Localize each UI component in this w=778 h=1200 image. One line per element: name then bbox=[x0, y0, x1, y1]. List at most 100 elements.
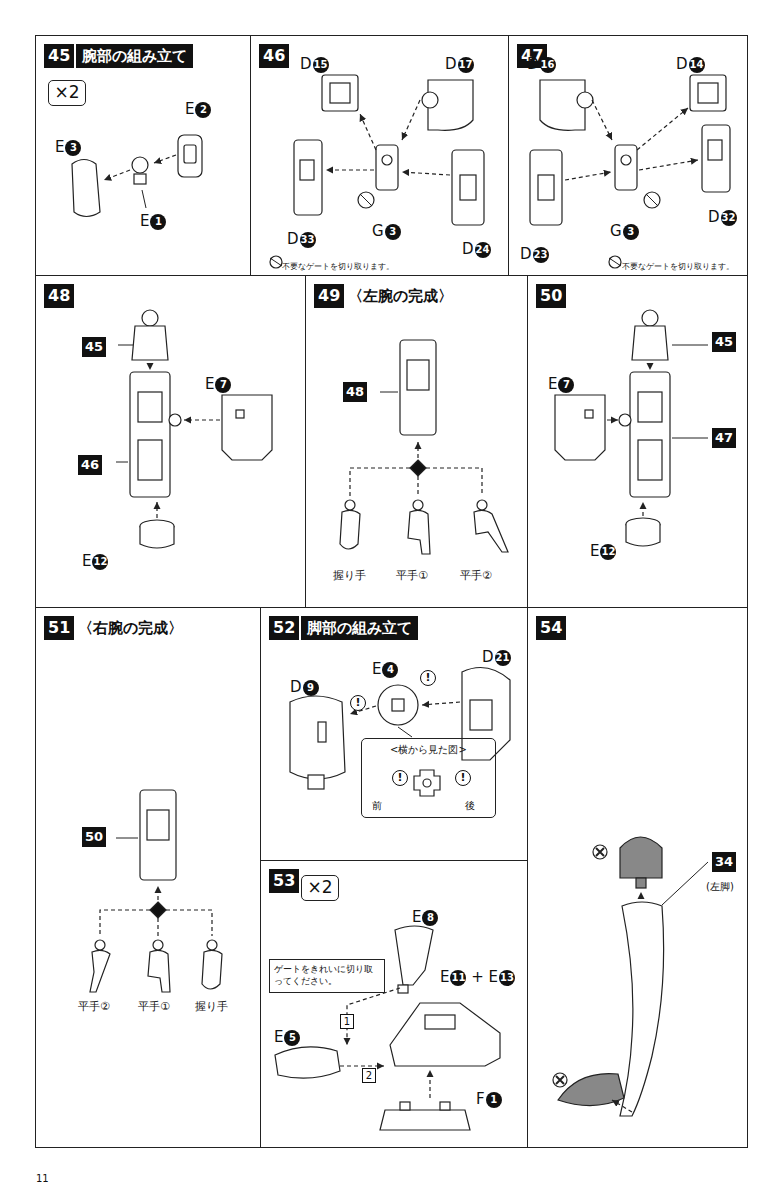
step-number: 51 bbox=[44, 616, 74, 640]
circled-number: 9 bbox=[303, 680, 319, 696]
step-header: 48 bbox=[44, 284, 74, 308]
side-view-text: <横から見た図> bbox=[362, 743, 495, 757]
step-title: 〈左腕の完成〉 bbox=[346, 284, 455, 308]
part-number: D14 bbox=[676, 55, 705, 73]
gate-note: 不要なゲートを切り取ります。 bbox=[622, 258, 734, 276]
hand-name: 握り手 bbox=[333, 567, 366, 585]
quantity-text: ×2 bbox=[302, 876, 338, 898]
circled-number: 2 bbox=[195, 102, 211, 118]
step-reference: 48 bbox=[343, 382, 367, 402]
step-reference: 46 bbox=[78, 455, 102, 475]
part-number: D15 bbox=[300, 55, 329, 73]
step-reference: 47 bbox=[712, 428, 736, 448]
plain-text: (左脚) bbox=[706, 878, 734, 896]
side-view-text: 前 bbox=[372, 799, 382, 813]
step-number: 50 bbox=[536, 284, 566, 308]
step-panel: 54 bbox=[527, 607, 748, 1148]
part-number: D24 bbox=[462, 240, 491, 258]
part-number: F1 bbox=[476, 1090, 502, 1108]
part-number: E11 + E13 bbox=[440, 968, 515, 986]
step-header: 45腕部の組み立て bbox=[44, 44, 193, 68]
step-reference: 50 bbox=[82, 827, 106, 847]
note-text: ゲートをきれいに切り取ってください。 bbox=[270, 960, 384, 990]
step-panel: 48 bbox=[35, 275, 306, 608]
step-header: 53 bbox=[269, 869, 299, 893]
circled-number: 12 bbox=[92, 554, 108, 570]
circled-number: 1 bbox=[150, 214, 166, 230]
step-panel: 49〈左腕の完成〉 bbox=[305, 275, 528, 608]
side-view-text: 後 bbox=[465, 799, 475, 813]
step-reference: 45 bbox=[712, 332, 736, 352]
order-number: 2 bbox=[362, 1068, 376, 1083]
circled-number: 8 bbox=[422, 910, 438, 926]
hand-name: 平手② bbox=[78, 998, 110, 1016]
step-header: 50 bbox=[536, 284, 566, 308]
quantity-box: ×2 bbox=[48, 80, 86, 106]
part-number: D33 bbox=[287, 230, 316, 248]
circled-number: 4 bbox=[382, 662, 398, 678]
circled-number: 32 bbox=[721, 210, 737, 226]
part-number: E2 bbox=[185, 100, 211, 118]
part-number: E1 bbox=[140, 212, 166, 230]
circled-number: 1 bbox=[486, 1092, 502, 1108]
circled-number: 14 bbox=[689, 57, 705, 73]
quantity-box: ×2 bbox=[301, 875, 339, 901]
caution-mark: ! bbox=[455, 770, 471, 786]
part-number: D9 bbox=[290, 678, 319, 696]
circled-number: 21 bbox=[495, 650, 511, 666]
step-number: 52 bbox=[269, 616, 299, 640]
part-number: E8 bbox=[412, 908, 438, 926]
step-title: 脚部の組み立て bbox=[301, 616, 418, 640]
hand-name: 平手① bbox=[138, 998, 170, 1016]
step-header: 51〈右腕の完成〉 bbox=[44, 616, 185, 640]
step-header: 54 bbox=[536, 616, 566, 640]
part-number: E7 bbox=[205, 375, 231, 393]
circled-number: 15 bbox=[313, 57, 329, 73]
hand-name: 平手① bbox=[396, 567, 428, 585]
part-number: E3 bbox=[55, 138, 81, 156]
part-number: D32 bbox=[708, 208, 737, 226]
part-number: E12 bbox=[590, 542, 616, 560]
order-number: 1 bbox=[340, 1014, 354, 1029]
step-number: 46 bbox=[259, 44, 289, 68]
step-number: 48 bbox=[44, 284, 74, 308]
circled-number: 16 bbox=[540, 57, 556, 73]
caution-mark: ! bbox=[392, 770, 408, 786]
part-number: G3 bbox=[610, 222, 639, 240]
part-number: E5 bbox=[274, 1028, 300, 1046]
step-number: 54 bbox=[536, 616, 566, 640]
step-title: 〈右腕の完成〉 bbox=[76, 616, 185, 640]
step-header: 52脚部の組み立て bbox=[269, 616, 418, 640]
circled-number: 13 bbox=[499, 970, 515, 986]
hand-name: 平手② bbox=[460, 567, 492, 585]
part-number: E4 bbox=[372, 660, 398, 678]
step-panel: 52脚部の組み立て <横から見た図> 前 後 bbox=[260, 607, 528, 861]
part-number: D16 bbox=[527, 55, 556, 73]
quantity-text: ×2 bbox=[49, 81, 85, 103]
step-panel: 51〈右腕の完成〉 bbox=[35, 607, 261, 1148]
plain-text: 11 bbox=[36, 1170, 49, 1188]
circled-number: 17 bbox=[458, 57, 474, 73]
side-view-box: <横から見た図> 前 後 bbox=[361, 738, 496, 818]
caution-mark: ! bbox=[350, 695, 366, 711]
part-number: D21 bbox=[482, 648, 511, 666]
part-number: D17 bbox=[445, 55, 474, 73]
step-number: 45 bbox=[44, 44, 74, 68]
circled-number: 12 bbox=[600, 544, 616, 560]
step-reference: 45 bbox=[82, 337, 106, 357]
circled-number: 24 bbox=[475, 242, 491, 258]
circled-number: 7 bbox=[215, 377, 231, 393]
circled-number: 3 bbox=[65, 140, 81, 156]
step-panel: 45腕部の組み立て ×2 bbox=[35, 35, 251, 276]
step-number: 53 bbox=[269, 869, 299, 893]
part-number: E7 bbox=[548, 375, 574, 393]
note-box: ゲートをきれいに切り取ってください。 bbox=[269, 959, 385, 993]
step-header: 49〈左腕の完成〉 bbox=[314, 284, 455, 308]
step-number: 49 bbox=[314, 284, 344, 308]
circled-number: 7 bbox=[558, 377, 574, 393]
hand-name: 握り手 bbox=[195, 998, 228, 1016]
circled-number: 23 bbox=[533, 247, 549, 263]
part-number: D23 bbox=[520, 245, 549, 263]
circled-number: 3 bbox=[623, 224, 639, 240]
